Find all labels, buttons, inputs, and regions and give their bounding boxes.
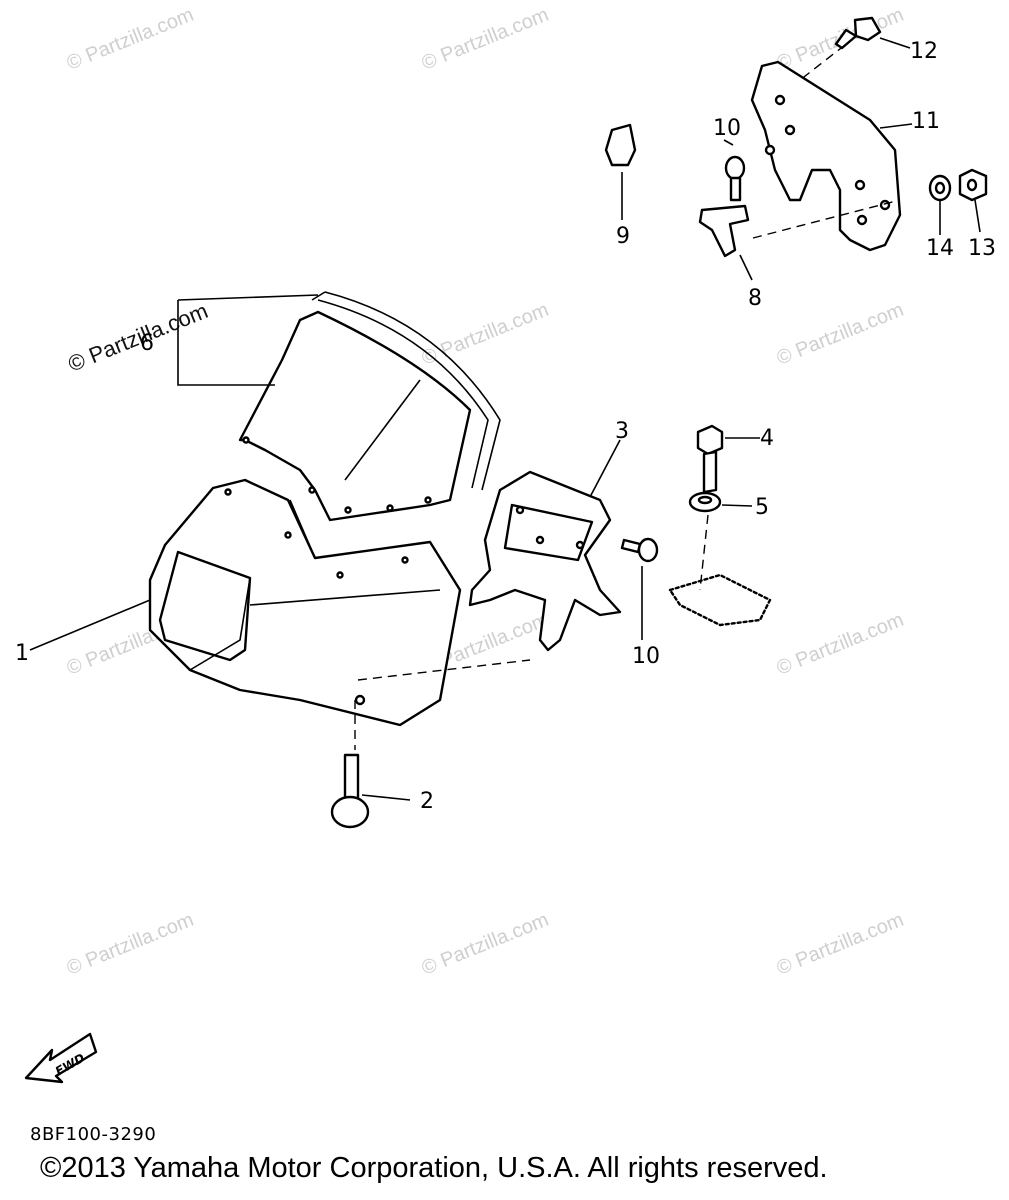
part-5-washer (688, 491, 722, 513)
callout-5: 5 (755, 495, 769, 520)
callout-13: 13 (968, 236, 996, 261)
part-3-bracket (468, 470, 622, 652)
callout-11: 11 (912, 109, 940, 134)
part-13-nut (958, 168, 988, 202)
callout-3: 3 (615, 419, 629, 444)
callout-2: 2 (420, 789, 434, 814)
callout-10-lower: 10 (632, 644, 660, 669)
watermark: © Partzilla.com (419, 909, 552, 980)
callout-12: 12 (910, 39, 938, 64)
part-4-bolt (696, 424, 724, 494)
part-2-bolt (330, 753, 370, 829)
watermark: © Partzilla.com (774, 609, 907, 680)
part-10-bolt-upper (724, 155, 746, 202)
callout-10-upper: 10 (713, 116, 741, 141)
part-12-bolt (834, 16, 882, 50)
callout-9: 9 (616, 224, 630, 249)
watermark-dark: © Partzilla.com (65, 298, 212, 377)
callout-14: 14 (926, 236, 954, 261)
part-11-stay (750, 60, 902, 252)
callout-4: 4 (760, 426, 774, 451)
diagram-code: 8BF100-3290 (30, 1124, 157, 1145)
fwd-arrow-icon: FWD (24, 1032, 98, 1084)
callout-6: 6 (140, 331, 154, 356)
callout-8: 8 (748, 286, 762, 311)
part-10-bolt-lower (620, 537, 659, 563)
callout-labels: 1 2 3 4 5 6 8 9 10 10 11 12 13 14 (15, 39, 996, 814)
mounting-plate (668, 573, 772, 627)
part-1-cowling (148, 478, 462, 727)
watermark: © Partzilla.com (419, 299, 552, 370)
part-9-clip (604, 123, 637, 167)
callout-1: 1 (15, 641, 29, 666)
copyright-notice: ©2013 Yamaha Motor Corporation, U.S.A. A… (40, 1152, 828, 1184)
leader-lines (29, 37, 981, 801)
watermark: © Partzilla.com (774, 909, 907, 980)
part-8-bracket (698, 204, 750, 258)
watermark: © Partzilla.com (419, 4, 552, 75)
watermark: © Partzilla.com (64, 909, 197, 980)
watermark: © Partzilla.com (774, 299, 907, 370)
part-6-windshield (238, 291, 501, 522)
assembly-lines (354, 44, 901, 750)
watermark: © Partzilla.com (64, 4, 197, 75)
part-14-washer (928, 174, 952, 202)
